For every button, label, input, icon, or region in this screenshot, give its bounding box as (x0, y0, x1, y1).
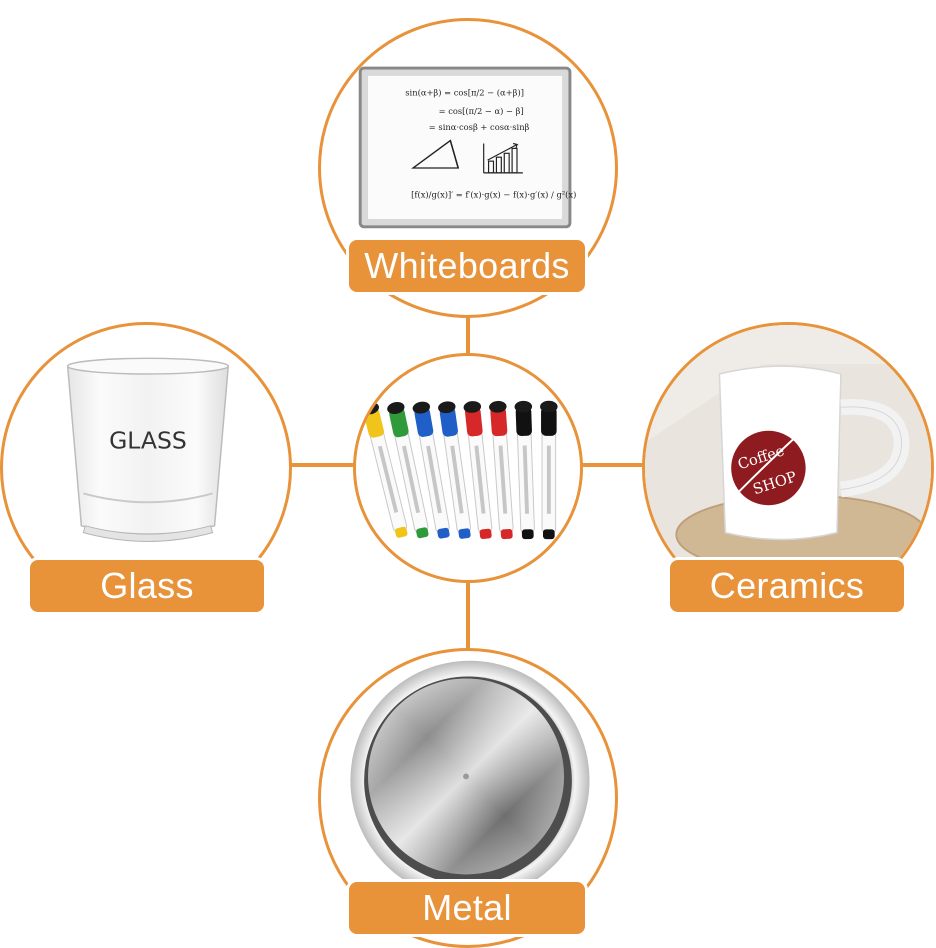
marker (438, 401, 472, 539)
glass-printed-text: GLASS (109, 426, 187, 454)
marker (387, 401, 429, 539)
ceramics-label: Ceramics (670, 560, 904, 612)
whiteboard-math-line-2: = cos[(π/2 − α) − β] (439, 106, 524, 116)
whiteboard-math-line-3: = sinα·cosβ + cosα·sinβ (429, 122, 530, 132)
metal-label: Metal (349, 882, 585, 934)
marker (412, 401, 450, 539)
marker (514, 400, 535, 540)
whiteboard-image: sin(α+β) = cos[π/2 − (α+β)] = cos[(π/2 −… (358, 66, 576, 229)
connector-top (466, 292, 470, 372)
whiteboard-math-line-4: [f(x)/g(x)]′ = f′(x)·g(x) − f(x)·g′(x) /… (411, 189, 576, 199)
whiteboard-markers-image (361, 400, 558, 540)
ceramics-label-text: Ceramics (709, 565, 865, 606)
marker (540, 400, 558, 540)
bar-chart-sketch (483, 142, 523, 174)
triangle-sketch (411, 139, 460, 169)
whiteboards-label: Whiteboards (349, 240, 585, 292)
connector-right (572, 463, 672, 467)
markers-circle (353, 353, 583, 583)
connector-left (262, 463, 362, 467)
metal-label-text: Metal (422, 887, 512, 928)
coffee-bean-logo (731, 430, 806, 506)
connector-bottom (466, 570, 470, 650)
marker (489, 400, 514, 540)
glass-label: Glass (30, 560, 264, 612)
brushed-metal-disc-image (350, 660, 590, 900)
whiteboard-math-line-1: sin(α+β) = cos[π/2 − (α+β)] (405, 87, 524, 97)
glass-tumbler-image: GLASS (66, 357, 230, 542)
marker (463, 401, 493, 540)
glass-label-text: Glass (100, 565, 194, 606)
whiteboards-label-text: Whiteboards (364, 245, 570, 286)
